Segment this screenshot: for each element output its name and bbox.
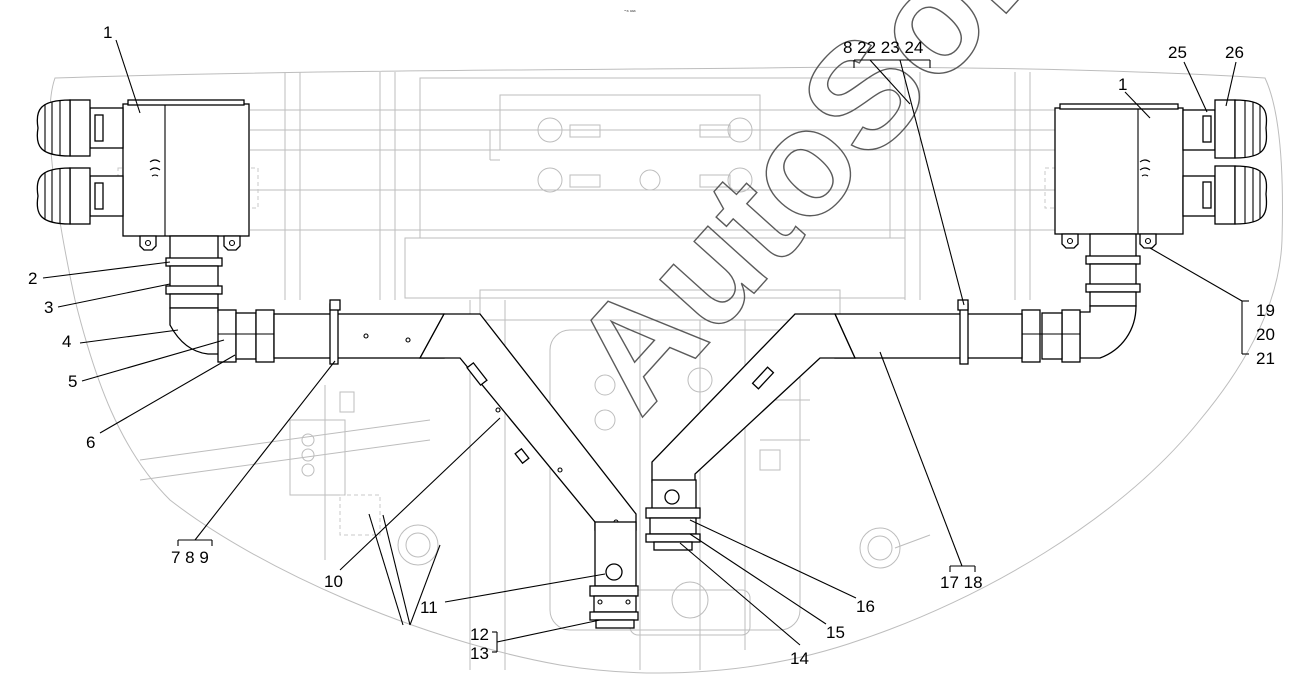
callout-12: 12: [470, 625, 489, 644]
right-air-cleaner: [1054, 99, 1268, 359]
header-mark: ⁼ᵃ ᵃᵃᵃ: [624, 9, 636, 15]
callout-14: 14: [790, 649, 809, 668]
callout-26: 26: [1225, 43, 1244, 62]
callout-7-8-9: 7 8 9: [171, 548, 209, 567]
callout-17-18: 17 18: [940, 573, 983, 592]
callout-13: 13: [470, 644, 489, 663]
callout-2: 2: [28, 269, 37, 288]
callout-3: 3: [44, 298, 53, 317]
callout-6: 6: [86, 433, 95, 452]
left-air-cleaner: [36, 99, 250, 355]
callout-11: 11: [420, 598, 438, 617]
leader-lines: [42, 39, 1249, 653]
callout-19: 19: [1256, 301, 1275, 320]
right-intake-duct: [645, 299, 1081, 551]
callout-4: 4: [62, 332, 71, 351]
callout-8-22-23-24: 8 22 23 24: [843, 38, 923, 57]
callout-21: 21: [1256, 349, 1275, 368]
autosoft-watermark: AutoSoft: [538, 0, 1088, 442]
callout-10: 10: [324, 572, 343, 591]
callout-5: 5: [68, 372, 77, 391]
callout-labels: 1 1 2 3 4 5 6 7 8 9 10 11 12 13 14 15 16…: [28, 23, 1275, 668]
callout-1-left: 1: [103, 23, 112, 42]
watermark-text: AutoSoft: [539, 0, 1087, 441]
callout-16: 16: [856, 597, 875, 616]
left-intake-duct: [217, 299, 639, 629]
callout-15: 15: [826, 623, 845, 642]
callout-20: 20: [1256, 325, 1275, 344]
callout-25: 25: [1168, 43, 1187, 62]
callout-1-right: 1: [1118, 75, 1127, 94]
